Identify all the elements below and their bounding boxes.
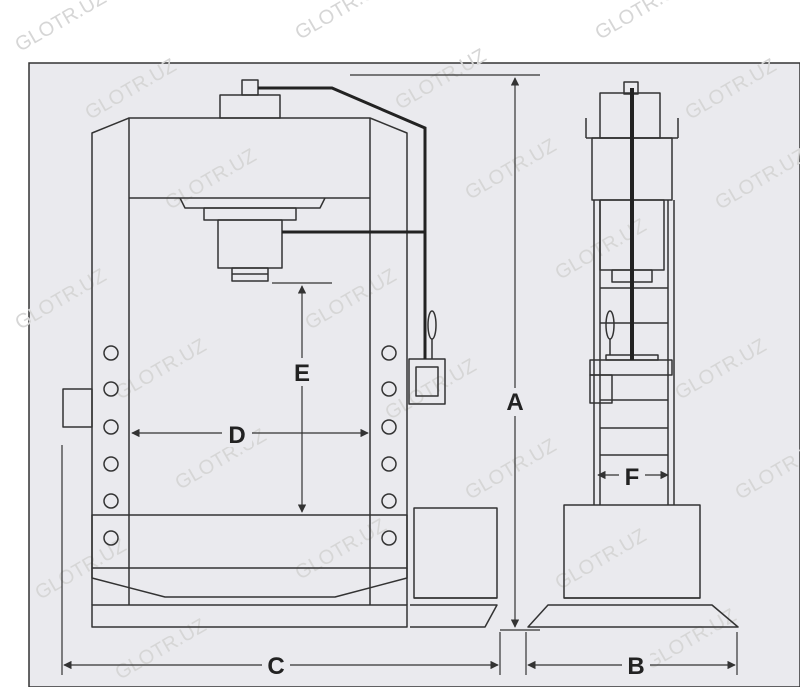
side-handle-box: [589, 374, 613, 404]
dimension-label-b: B: [627, 653, 644, 680]
side-handle: [62, 388, 93, 428]
press-front-view: [62, 79, 498, 628]
hydraulic-hose-front: [258, 86, 427, 359]
base-plate: [91, 604, 408, 628]
pin-holes-right: [381, 345, 397, 546]
side-base-plate: [527, 604, 739, 628]
watermark: GLOTR.UZ: [12, 0, 111, 56]
worktable: [91, 514, 408, 569]
control-box: [408, 358, 446, 405]
dimension-label-backgrounds: [222, 358, 650, 678]
dimension-label-a: A: [506, 389, 523, 416]
dimension-label-d: D: [228, 422, 245, 449]
watermark: GLOTR.UZ: [592, 0, 691, 44]
dimension-label-f: F: [625, 464, 640, 491]
watermark: GLOTR.UZ: [292, 0, 391, 44]
dimension-label-e: E: [294, 360, 310, 387]
pin-holes-left: [103, 345, 119, 546]
dimension-label-c: C: [267, 653, 284, 680]
